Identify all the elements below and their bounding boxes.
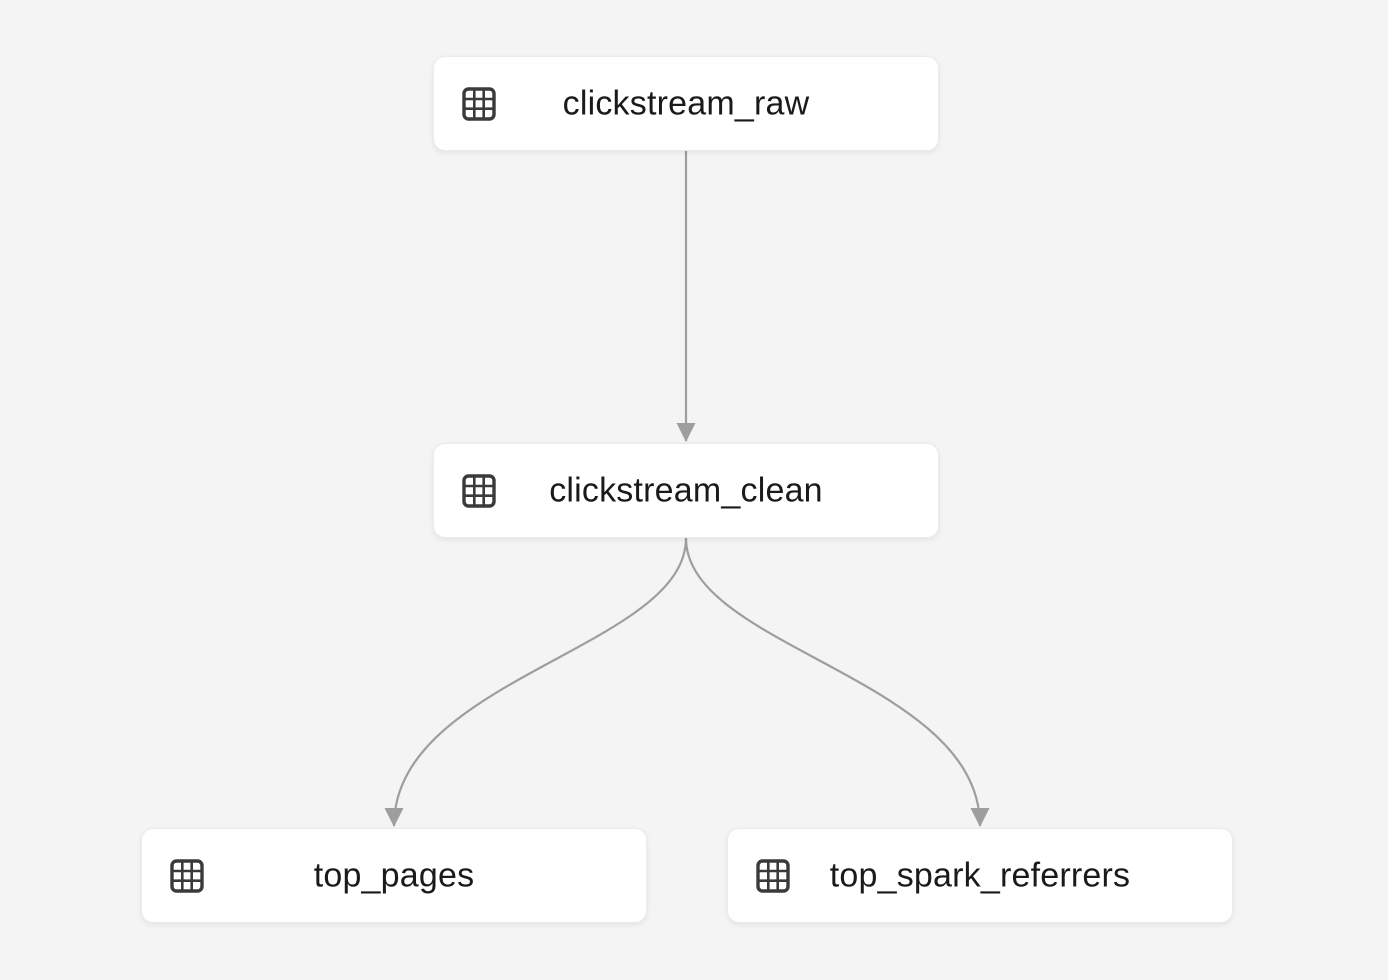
node-clickstream-raw[interactable]: clickstream_raw — [433, 56, 939, 151]
node-top-spark-referrers[interactable]: top_spark_referrers — [727, 828, 1233, 923]
node-label: top_pages — [313, 856, 475, 894]
node-label: clickstream_raw — [562, 84, 810, 122]
node-top-pages[interactable]: top_pages — [141, 828, 647, 923]
node-label: top_spark_referrers — [829, 856, 1131, 894]
table-grid-icon — [462, 473, 496, 508]
node-clickstream-clean[interactable]: clickstream_clean — [433, 443, 939, 538]
table-grid-icon — [462, 86, 496, 121]
edge-clickstream-clean-to-top-pages — [384, 537, 688, 827]
table-grid-icon — [756, 858, 790, 893]
table-grid-icon — [170, 858, 204, 893]
edge-clickstream-clean-to-top-spark-referrers — [684, 537, 990, 827]
node-label: clickstream_clean — [549, 471, 823, 509]
